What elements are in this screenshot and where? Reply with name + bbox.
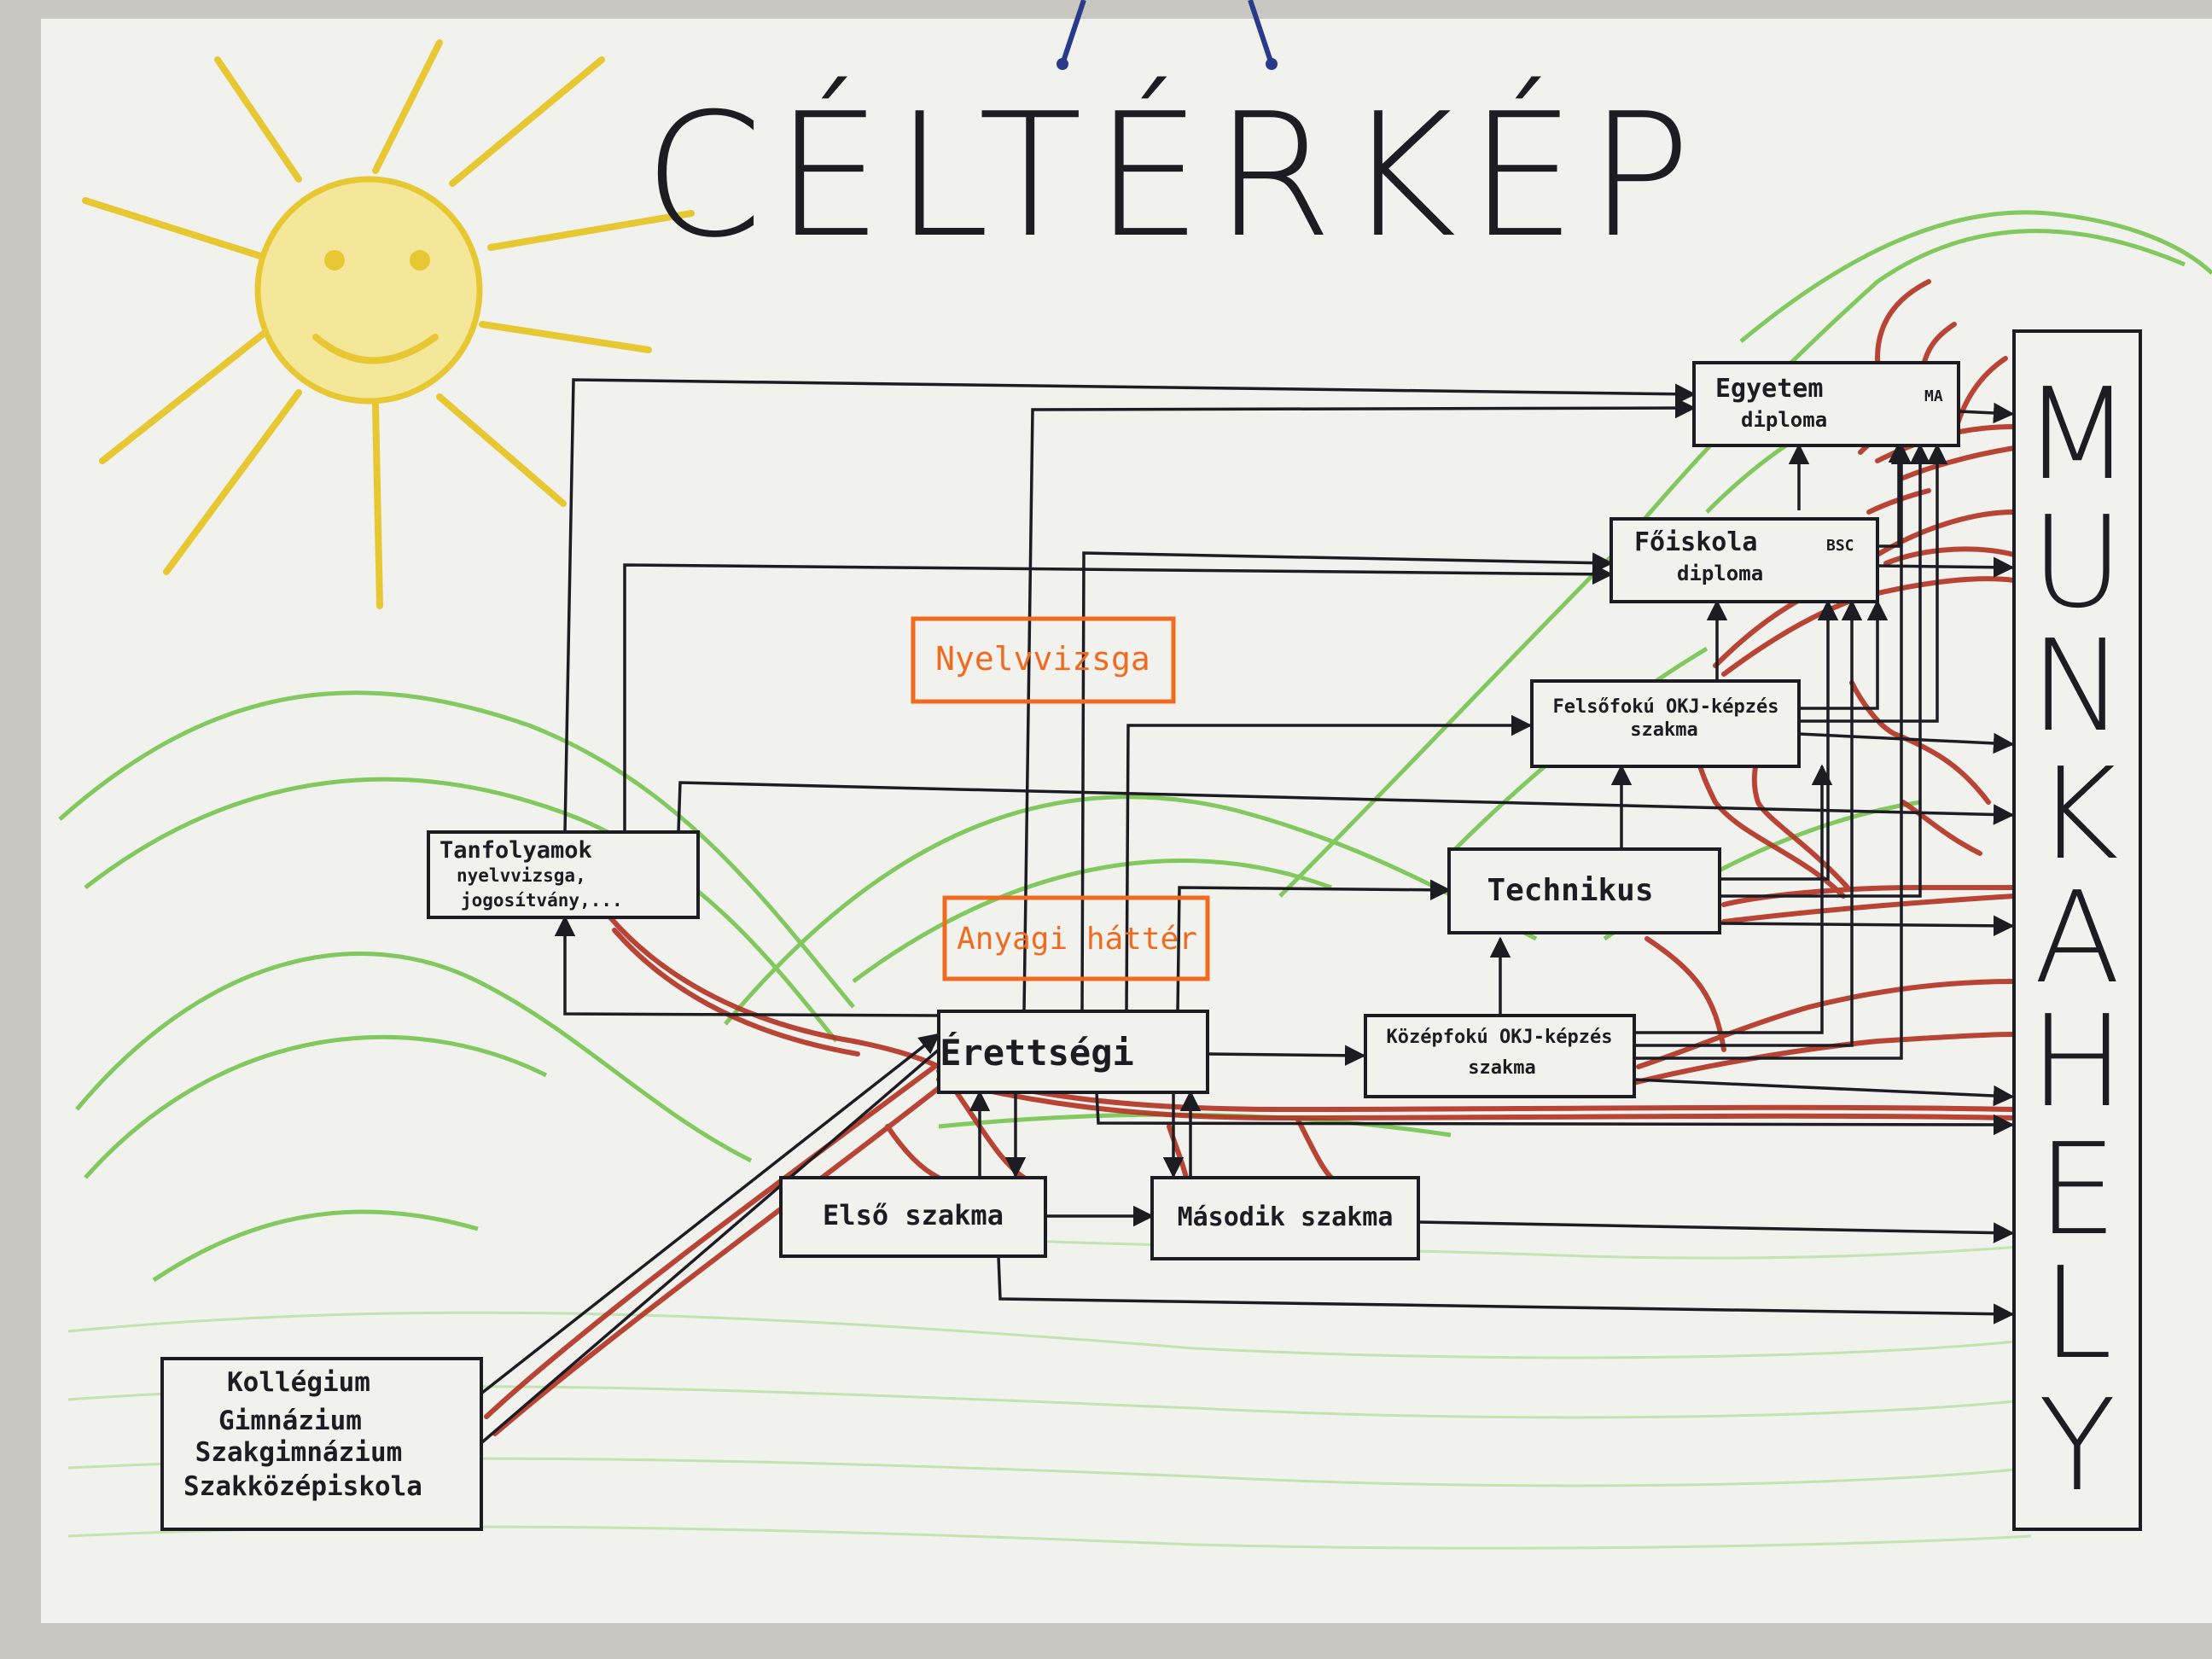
munkahely-letter-3: N	[2030, 613, 2125, 760]
felsofoku-box: Felsőfokú OKJ-képzés szakma	[1530, 679, 1801, 768]
erettsegi-box: Érettségi	[937, 1010, 1209, 1094]
kollegium-line-2: Gimnázium	[218, 1406, 362, 1436]
kollegium-line-4: Szakközépiskola	[183, 1471, 422, 1502]
anyagi-hatter-text: Anyagi háttér	[957, 922, 1197, 957]
kollegium-line-3: Szakgimnázium	[195, 1437, 403, 1468]
masodik-szakma-label: Második szakma	[1178, 1202, 1394, 1232]
kollegium-line-1: Kollégium	[227, 1367, 370, 1398]
technikus-box: Technikus	[1447, 847, 1721, 934]
nyelvvizsga-text: Nyelvvizsga	[935, 640, 1150, 678]
technikus-label: Technikus	[1487, 873, 1653, 908]
connector-lines	[480, 378, 2015, 1444]
munkahely-letter-6: H	[2029, 988, 2124, 1135]
kozepfoku-line-1: Középfokú OKJ-képzés	[1387, 1027, 1613, 1048]
munkahely-letter-4: K	[2035, 741, 2118, 888]
anyagi-hatter-label: Anyagi háttér	[942, 895, 1210, 981]
elso-szakma-box: Első szakma	[779, 1176, 1047, 1258]
foiskola-box: Főiskola BSC diploma	[1610, 517, 1879, 603]
egyetem-line-1: Egyetem	[1715, 374, 1823, 404]
munkahely-letters: M U N K A H E L Y	[2023, 361, 2132, 1519]
sun-icon	[82, 39, 695, 609]
felsofoku-line-2: szakma	[1630, 719, 1697, 741]
egyetem-box: Egyetem MA diploma	[1692, 361, 1960, 447]
foiskola-line-1: Főiskola	[1634, 527, 1758, 557]
nyelvvizsga-label: Nyelvvizsga	[911, 616, 1176, 704]
pin-left	[1057, 58, 1068, 70]
foiskola-line-2: diploma	[1677, 562, 1763, 585]
elso-szakma-label: Első szakma	[823, 1199, 1004, 1231]
munkahely-letter-2: U	[2031, 489, 2123, 636]
pin-right	[1266, 58, 1278, 70]
munkahely-letter-7: E	[2037, 1116, 2117, 1263]
foiskola-tag: BSC	[1826, 537, 1854, 555]
tanfolyamok-line-3: jogosítvány,...	[461, 890, 623, 911]
tanfolyamok-line-2: nyelvvizsga,	[457, 865, 586, 886]
tanfolyamok-box: Tanfolyamok nyelvvizsga, jogosítvány,...	[427, 830, 700, 919]
munkahely-letter-9: Y	[2039, 1372, 2116, 1519]
hanging-string	[1060, 0, 1274, 65]
felsofoku-line-1: Felsőfokú OKJ-képzés	[1553, 696, 1779, 718]
munkahely-column	[2012, 329, 2142, 1531]
kozepfoku-line-2: szakma	[1468, 1057, 1535, 1079]
kozepfoku-box: Középfokú OKJ-képzés szakma	[1364, 1014, 1636, 1098]
munkahely-letter-8: L	[2042, 1240, 2112, 1387]
erettsegi-label: Érettségi	[940, 1031, 1134, 1074]
munkahely-letter-5: A	[2034, 864, 2120, 1011]
poster-title: CÉLTÉRKÉP	[643, 76, 1703, 276]
kollegium-box: Kollégium Gimnázium Szakgimnázium Szakkö…	[160, 1357, 483, 1531]
egyetem-line-2: diploma	[1741, 408, 1827, 432]
munkahely-letter-1: M	[2023, 361, 2132, 508]
tanfolyamok-line-1: Tanfolyamok	[439, 837, 592, 864]
egyetem-tag: MA	[1924, 387, 1943, 405]
masodik-szakma-box: Második szakma	[1150, 1176, 1420, 1260]
